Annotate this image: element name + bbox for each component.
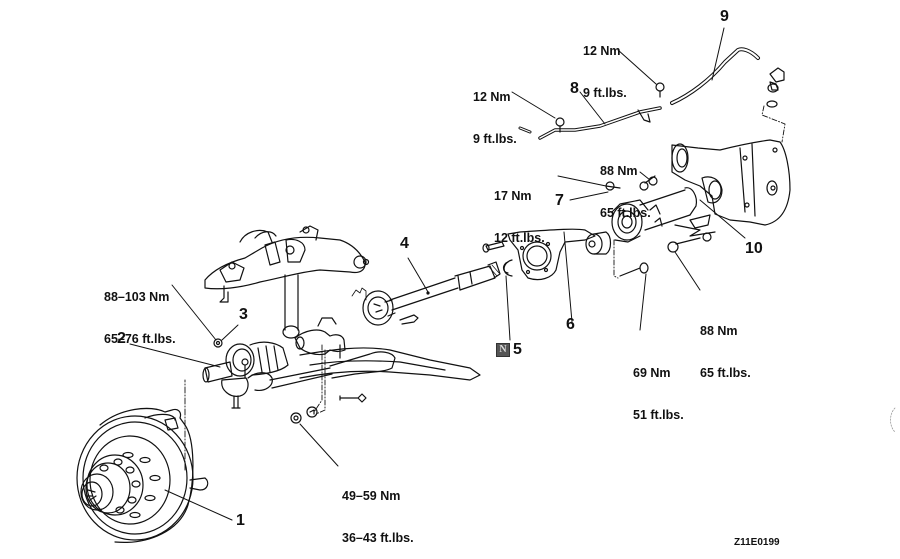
torque-label-12-top: 12 Nm 9 ft.lbs.	[583, 16, 627, 114]
torque-label-88-carrier: 88 Nm 65 ft.lbs.	[600, 136, 651, 234]
torque-ftlbs: 9 ft.lbs.	[583, 86, 627, 100]
torque-label-49-59: 49–59 Nm 36–43 ft.lbs.	[342, 461, 414, 559]
torque-nm: 12 Nm	[583, 44, 621, 58]
torque-ftlbs: 65 ft.lbs.	[600, 206, 651, 220]
torque-nm: 88 Nm	[700, 324, 738, 338]
callout-2: 2	[117, 330, 126, 347]
knuckle-assembly	[202, 317, 481, 424]
callout-6: 6	[566, 316, 575, 333]
callout-7: 7	[555, 192, 564, 209]
page-edge-mark	[890, 407, 896, 433]
torque-nm: 69 Nm	[633, 366, 671, 380]
figure-code: Z11E0199	[734, 537, 780, 548]
torque-nm: 88–103 Nm	[104, 290, 170, 304]
callout-10: 10	[745, 240, 763, 257]
differential-carrier	[639, 67, 791, 226]
torque-nm: 17 Nm	[494, 189, 532, 203]
torque-label-17: 17 Nm 12 ft.lbs.	[494, 161, 545, 259]
bearing-retainer-bracket	[482, 228, 612, 323]
torque-ftlbs: 9 ft.lbs.	[473, 132, 517, 146]
torque-label-69: 69 Nm 51 ft.lbs.	[633, 338, 684, 436]
torque-ftlbs: 65 ft.lbs.	[700, 366, 751, 380]
fasteners-and-leaders	[129, 175, 712, 467]
torque-label-88-housing: 88 Nm 65 ft.lbs.	[700, 296, 751, 394]
axle-housing-tube	[611, 187, 746, 279]
torque-label-12-left: 12 Nm 9 ft.lbs.	[473, 62, 517, 160]
torque-label-88-103: 88–103 Nm 65–76 ft.lbs.	[104, 262, 176, 360]
axle-shaft	[351, 257, 501, 326]
callout-4: 4	[400, 235, 409, 252]
callout-1: 1	[236, 512, 245, 529]
torque-ftlbs: 12 ft.lbs.	[494, 231, 545, 245]
torque-ftlbs: 51 ft.lbs.	[633, 408, 684, 422]
torque-nm: 49–59 Nm	[342, 489, 401, 503]
vent-hoses	[511, 27, 760, 140]
torque-ftlbs: 36–43 ft.lbs.	[342, 531, 414, 545]
torque-nm: 12 Nm	[473, 90, 511, 104]
replace-part-badge: N	[496, 343, 510, 357]
callout-5: 5	[513, 341, 522, 358]
brake-disc-hub	[76, 379, 233, 543]
callout-3: 3	[239, 306, 248, 323]
upper-control-arm	[204, 225, 370, 339]
callout-9: 9	[720, 8, 729, 25]
torque-nm: 88 Nm	[600, 164, 638, 178]
snap-ring	[502, 259, 513, 341]
torque-ftlbs: 65–76 ft.lbs.	[104, 332, 176, 346]
callout-8: 8	[570, 80, 579, 97]
